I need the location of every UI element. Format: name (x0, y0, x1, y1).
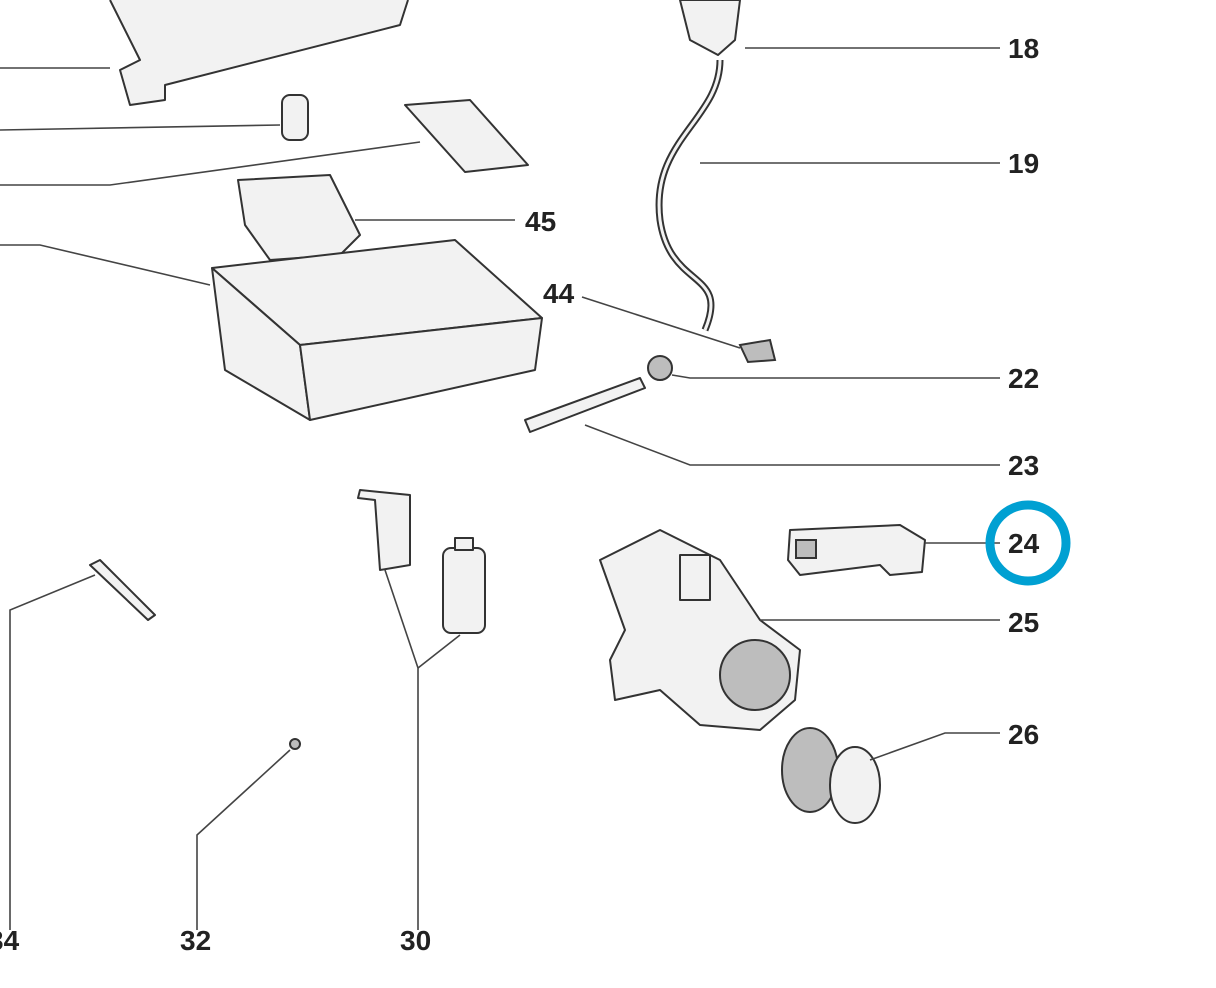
part-label-44: 44 (543, 278, 575, 309)
part-label-34: 34 (0, 925, 20, 956)
detergent-drawer-part (0, 239, 543, 421)
part-label-25: 25 (1008, 607, 1039, 638)
bracket-part (357, 489, 486, 930)
screw-part (196, 738, 301, 930)
part-label-26: 26 (1008, 719, 1039, 750)
door-lock-part (787, 524, 1000, 576)
part-label-19: 19 (1008, 148, 1039, 179)
part-label-22: 22 (1008, 363, 1039, 394)
rod-part (524, 377, 1000, 466)
detergent-insert-part (237, 174, 515, 261)
pump-filter-part (781, 727, 1000, 824)
part-label-23: 23 (1008, 450, 1039, 481)
hose-clip-part (581, 296, 777, 364)
dispenser-housing-part (0, 0, 409, 106)
highlight-circle (985, 500, 1071, 586)
part-label-18: 18 (1008, 33, 1039, 64)
part-label-24[interactable]: 24 (1008, 528, 1040, 559)
part-label-30: 30 (400, 925, 431, 956)
siphon-cover-part (0, 99, 529, 186)
nut-part (647, 355, 1000, 381)
cap-part (0, 94, 309, 141)
drain-pump-part (599, 529, 1000, 731)
part-label-45: 45 (525, 206, 556, 237)
part-label-32: 32 (180, 925, 211, 956)
pin-part (9, 559, 156, 930)
pressure-switch-hose-part (655, 0, 1000, 332)
